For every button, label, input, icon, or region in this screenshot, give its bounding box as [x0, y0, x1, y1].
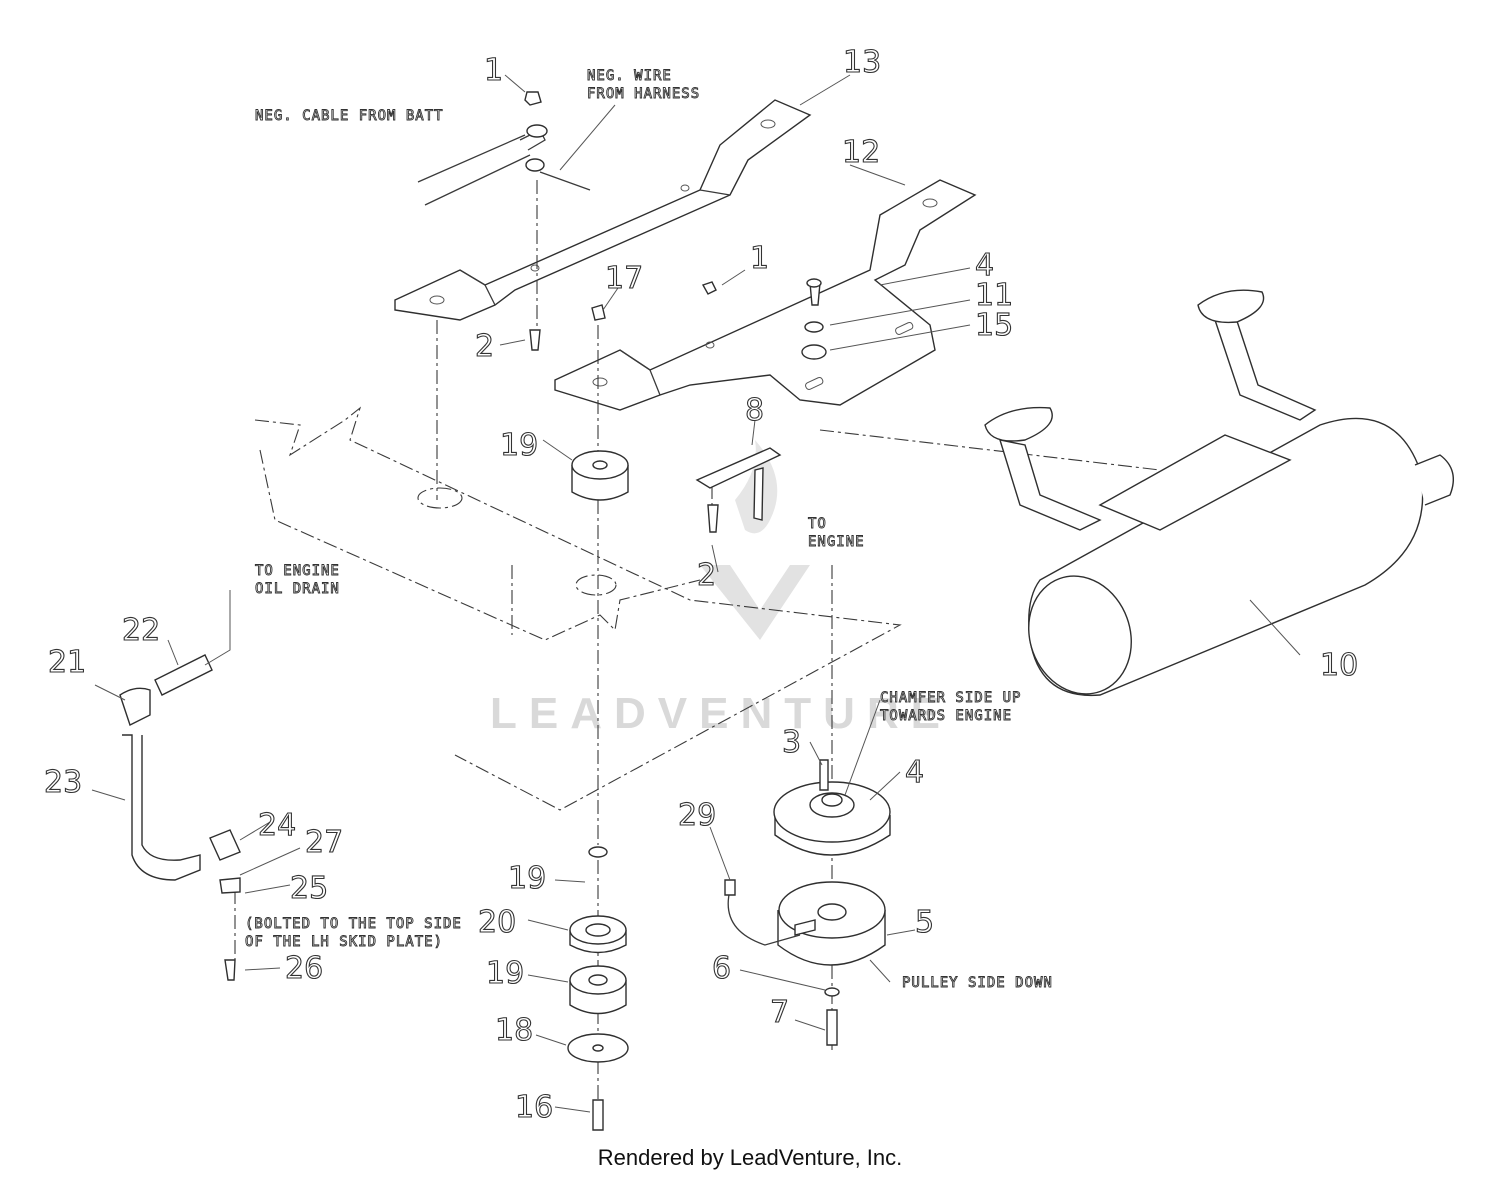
callout-3: 3 [782, 725, 801, 760]
notes: NEG. WIRE FROM HARNESS NEG. CABLE FROM B… [245, 68, 1053, 992]
bracket-8 [695, 447, 782, 533]
muffler-10 [984, 289, 1454, 697]
bracket-12 [554, 179, 977, 411]
callout-15: 15 [975, 308, 1013, 343]
callout-20: 20 [478, 905, 516, 940]
note-to-engine-2: ENGINE [808, 534, 865, 550]
frame-plate [254, 406, 902, 811]
callout-17: 17 [605, 261, 643, 296]
callout-1-top: 1 [484, 53, 503, 88]
isolator-stack [567, 846, 629, 1131]
callout-4-top: 4 [975, 248, 994, 283]
note-neg-wire-2: FROM HARNESS [587, 86, 700, 102]
callout-24: 24 [258, 808, 296, 843]
oil-drain-hose [119, 654, 241, 981]
callout-12: 12 [842, 135, 880, 170]
callout-13: 13 [843, 45, 881, 80]
note-pulley-side: PULLEY SIDE DOWN [902, 975, 1053, 991]
callout-29: 29 [678, 798, 716, 833]
note-bolted-1: (BOLTED TO THE TOP SIDE [245, 916, 462, 932]
callout-19-mid: 19 [508, 861, 546, 896]
callout-26: 26 [285, 951, 323, 986]
isolator-19-top [571, 450, 629, 501]
callout-10: 10 [1320, 648, 1358, 683]
callout-5: 5 [915, 905, 934, 940]
center-lines [234, 180, 1161, 1130]
callout-8: 8 [745, 393, 764, 428]
callout-25: 25 [290, 871, 328, 906]
callout-11: 11 [975, 278, 1013, 313]
callout-19-top: 19 [500, 428, 538, 463]
note-chamfer-2: TOWARDS ENGINE [880, 708, 1012, 724]
watermark-text: LEADVENTURE [490, 689, 952, 738]
leader-lines [91, 74, 1301, 1113]
footer-credit: Rendered by LeadVenture, Inc. [597, 1145, 903, 1170]
callout-22: 22 [122, 613, 160, 648]
callout-23: 23 [44, 765, 82, 800]
callout-16: 16 [515, 1090, 553, 1125]
hardware-top [529, 278, 827, 360]
callout-2-mid: 2 [697, 558, 716, 593]
note-chamfer-1: CHAMFER SIDE UP [880, 690, 1021, 706]
callout-27: 27 [305, 825, 343, 860]
callout-7: 7 [770, 995, 789, 1030]
negative-cable [417, 91, 591, 206]
callout-21: 21 [48, 645, 86, 680]
note-oil-drain-1: TO ENGINE [255, 563, 340, 579]
callout-19-low: 19 [486, 956, 524, 991]
callout-18: 18 [495, 1013, 533, 1048]
clutch-5 [724, 879, 886, 1046]
note-to-engine-1: TO [808, 516, 827, 532]
pulley-4 [773, 759, 891, 856]
bracket-13 [394, 99, 812, 321]
note-neg-wire-1: NEG. WIRE [587, 68, 672, 84]
callouts: 1 13 12 1 4 11 15 2 17 19 8 2 10 22 21 2… [43, 44, 1358, 1125]
callout-6: 6 [712, 951, 731, 986]
callout-4-pulley: 4 [905, 755, 924, 790]
note-neg-cable: NEG. CABLE FROM BATT [255, 108, 444, 124]
note-bolted-2: OF THE LH SKID PLATE) [245, 934, 443, 950]
callout-1-mid: 1 [750, 241, 769, 276]
callout-2-top: 2 [475, 329, 494, 364]
note-oil-drain-2: OIL DRAIN [255, 581, 340, 597]
